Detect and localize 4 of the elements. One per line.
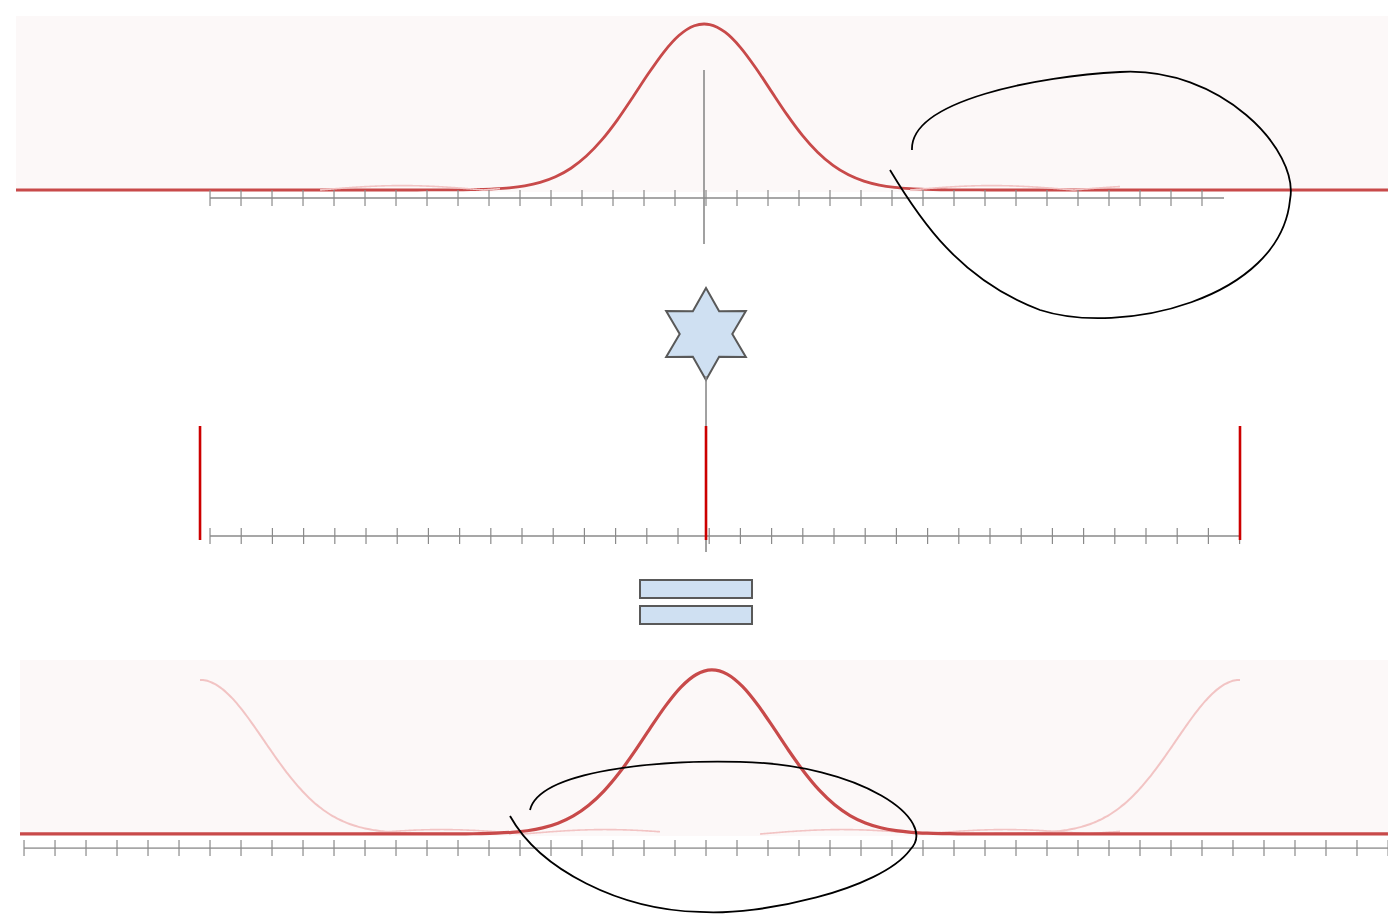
impulse-train-drawing bbox=[198, 375, 1242, 553]
convolution-result-drawing bbox=[20, 659, 1388, 914]
equals-sign bbox=[639, 578, 753, 625]
gaussian-plot-drawing bbox=[16, 16, 1388, 319]
